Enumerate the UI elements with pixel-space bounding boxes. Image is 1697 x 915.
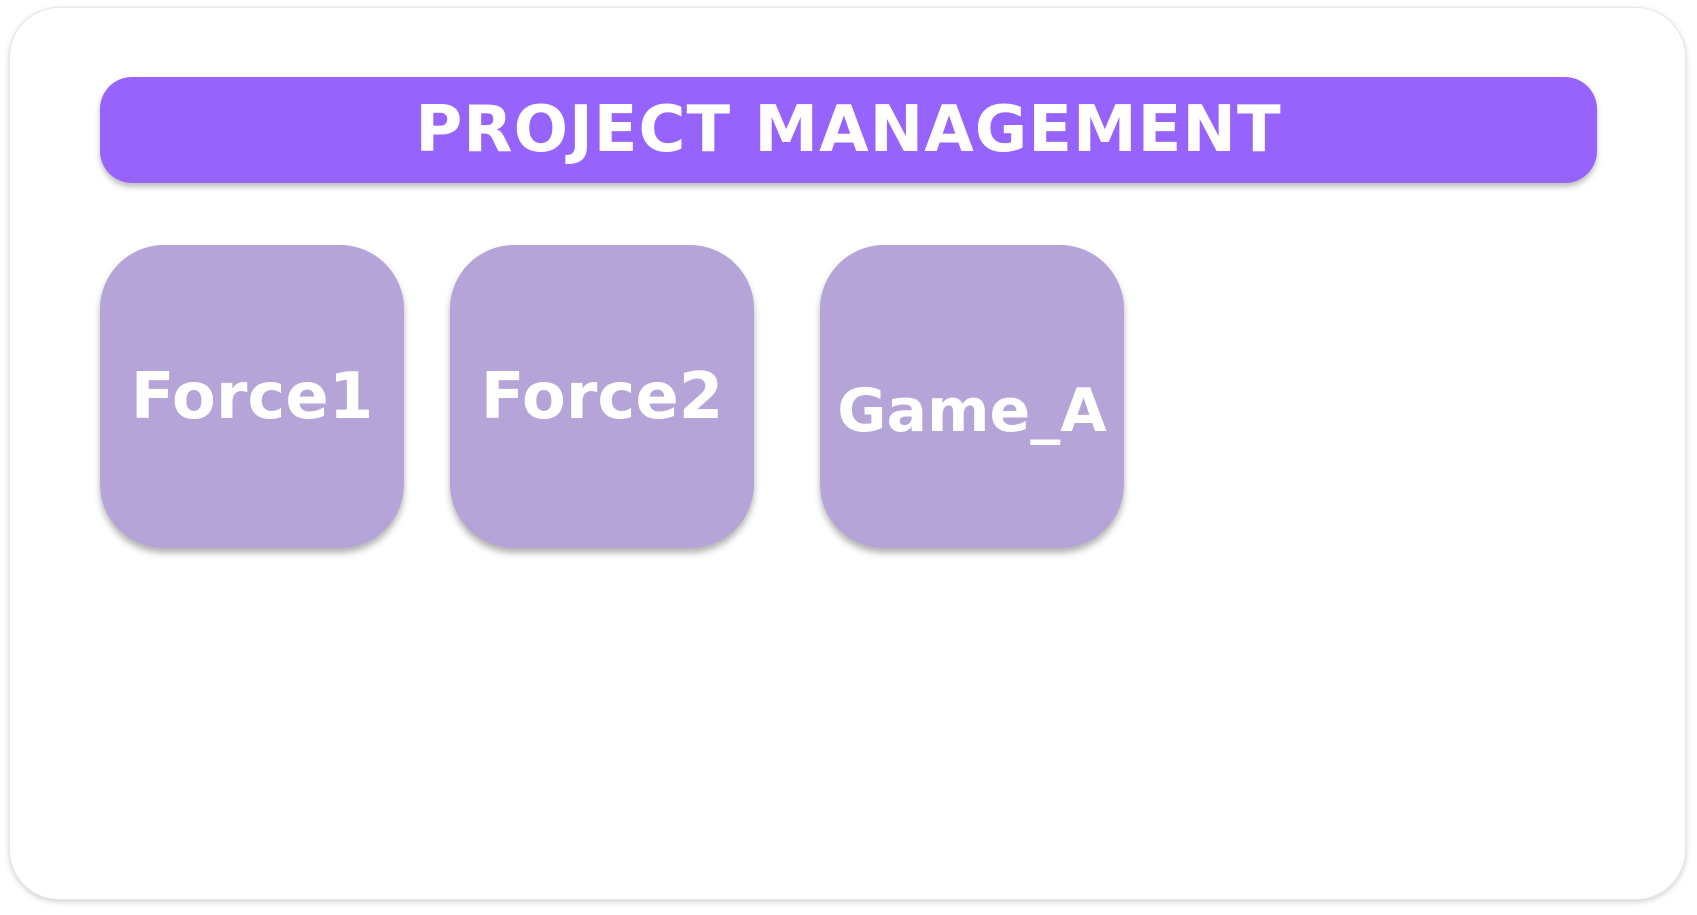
project-tile-force2[interactable]: Force2 — [450, 245, 754, 548]
header-banner: PROJECT MANAGEMENT — [100, 77, 1597, 183]
project-tile-force1[interactable]: Force1 — [100, 245, 404, 548]
project-tile-game-a[interactable]: Game_A — [820, 245, 1124, 548]
page-title: PROJECT MANAGEMENT — [415, 93, 1282, 167]
project-tile-label: Game_A — [837, 375, 1107, 446]
project-tile-label: Force2 — [480, 359, 724, 434]
project-tile-label: Force1 — [130, 359, 374, 434]
